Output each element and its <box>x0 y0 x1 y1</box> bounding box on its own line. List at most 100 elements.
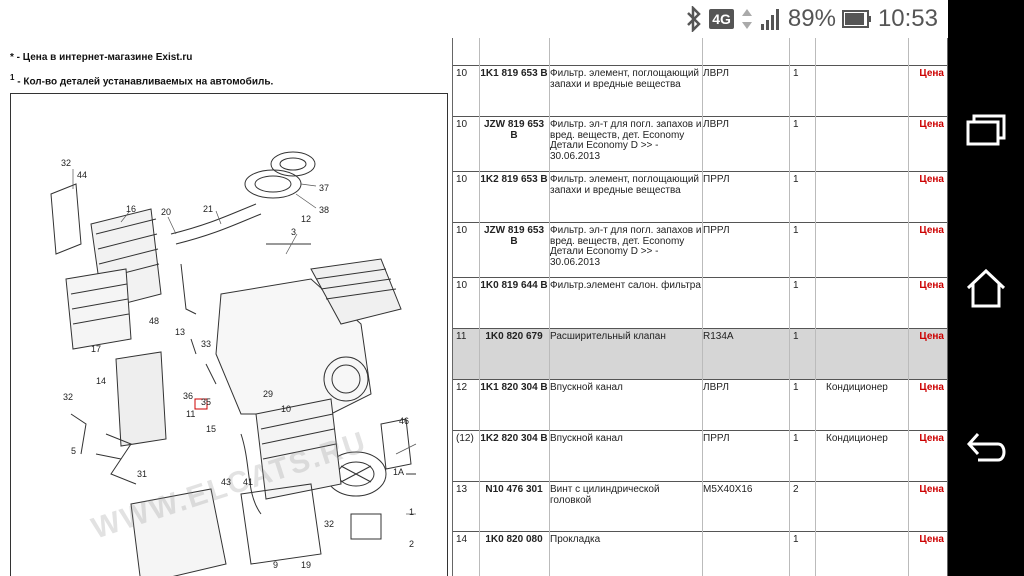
name-cell: Впускной канал <box>550 433 623 444</box>
diagram-callout[interactable]: 29 <box>263 389 274 399</box>
price-link[interactable]: Цена <box>919 382 944 393</box>
col-divider <box>702 38 703 576</box>
position-cell: 10 <box>456 174 468 185</box>
diagram-callout[interactable]: 9 <box>273 560 279 570</box>
battery-percentage: 89% <box>787 5 836 32</box>
diagram-callout[interactable]: 16 <box>126 204 137 214</box>
col-divider <box>479 38 480 576</box>
position-cell: 14 <box>456 534 468 545</box>
article-cell: JZW 819 653 B <box>483 119 545 141</box>
status-bar: 4G 89% 10:53 <box>0 0 948 38</box>
diagram-callout[interactable]: 32 <box>61 158 72 168</box>
diagram-callout[interactable]: 43 <box>221 477 232 487</box>
position-cell: 11 <box>456 331 467 342</box>
home-button[interactable] <box>948 258 1024 318</box>
col-divider <box>549 38 550 576</box>
diagram-callout[interactable]: 21 <box>203 204 214 214</box>
article-cell: 1K0 819 644 B <box>480 280 548 291</box>
diagram-callout[interactable]: 20 <box>161 207 172 217</box>
diagram-callout[interactable]: 2 <box>409 539 415 549</box>
diagram-callout[interactable]: 10 <box>281 404 292 414</box>
diagram-callout[interactable]: 15 <box>206 424 217 434</box>
diagram-drawing <box>50 151 417 576</box>
diagram-callout[interactable]: 48 <box>149 316 160 326</box>
diagram-callout[interactable]: 17 <box>91 344 102 354</box>
diagram-callout[interactable]: 32 <box>324 519 335 529</box>
diagram-callout[interactable]: 14 <box>96 376 107 386</box>
article-cell: 1K1 820 304 B <box>480 382 548 393</box>
diagram-callout[interactable]: 36 <box>183 391 194 401</box>
qty-cell: 2 <box>793 484 799 495</box>
info-cell: Кондиционер <box>826 382 888 393</box>
qty-cell: 1 <box>793 174 799 185</box>
clock: 10:53 <box>877 5 938 32</box>
price-link[interactable]: Цена <box>919 119 944 130</box>
qty-cell: 1 <box>793 68 799 79</box>
diagram-callout[interactable]: 13 <box>175 327 186 337</box>
position-cell: 10 <box>456 119 468 130</box>
article-cell: JZW 819 653 B <box>483 225 545 247</box>
price-link[interactable]: Цена <box>919 433 944 444</box>
back-button[interactable] <box>948 416 1024 476</box>
diagram-callout[interactable]: 5 <box>71 446 77 456</box>
name-cell: Впускной канал <box>550 382 623 393</box>
name-cell: Фильтр.элемент салон. фильтра <box>550 280 701 291</box>
note-qty: 1 - Кол-во деталей устанавливаемых на ав… <box>10 73 274 88</box>
note-cell: R134A <box>703 331 734 342</box>
diagram-callout[interactable]: 38 <box>319 205 330 215</box>
diagram-callout[interactable]: 3 <box>291 227 297 237</box>
recent-apps-button[interactable] <box>948 100 1024 160</box>
diagram-callout[interactable]: 41 <box>243 477 254 487</box>
note-cell: ПРРЛ <box>703 225 730 236</box>
note-cell: ЛВРЛ <box>703 68 729 79</box>
diagram-callout[interactable]: 35 <box>201 397 212 407</box>
diagram-callout[interactable]: 19 <box>301 560 312 570</box>
navigation-bar <box>948 0 1024 576</box>
name-cell: Фильтр. эл-т для погл. запахов и вред. в… <box>550 119 702 162</box>
qty-cell: 1 <box>793 280 799 291</box>
diagram-callout[interactable]: 11 <box>186 409 196 419</box>
diagram-callout[interactable]: 33 <box>201 339 212 349</box>
price-link[interactable]: Цена <box>919 174 944 185</box>
diagram-callout[interactable]: 12 <box>301 214 312 224</box>
diagram-callout[interactable]: 44 <box>77 170 88 180</box>
qty-cell: 1 <box>793 119 799 130</box>
price-link[interactable]: Цена <box>919 331 944 342</box>
name-cell: Фильтр. элемент, поглощающий запахи и вр… <box>550 68 700 90</box>
name-cell: Расширительный клапан <box>550 331 666 342</box>
diagram-callout[interactable]: 32 <box>63 392 74 402</box>
back-icon <box>966 432 1006 462</box>
article-cell: 1K0 820 679 <box>485 331 543 342</box>
qty-cell: 1 <box>793 433 799 444</box>
position-cell: 10 <box>456 68 468 79</box>
bluetooth-icon <box>687 6 701 32</box>
diagram-callout[interactable]: 37 <box>319 183 330 193</box>
price-link[interactable]: Цена <box>919 280 944 291</box>
article-cell: 1K0 820 080 <box>485 534 543 545</box>
diagram-callout[interactable]: 1 <box>409 507 415 517</box>
diagram-callout[interactable]: 31 <box>137 469 148 479</box>
diagram-callout[interactable]: 46 <box>399 416 410 426</box>
position-cell: (12) <box>456 433 474 444</box>
price-link[interactable]: Цена <box>919 534 944 545</box>
price-link[interactable]: Цена <box>919 68 944 79</box>
price-link[interactable]: Цена <box>919 225 944 236</box>
note-cell: ПРРЛ <box>703 433 730 444</box>
qty-cell: 1 <box>793 225 799 236</box>
page-content: * - Цена в интернет-магазине Exist.ru 1 … <box>0 0 948 576</box>
diagram-callout[interactable]: 1A <box>393 467 405 477</box>
position-cell: 13 <box>456 484 468 495</box>
note-cell: M5X40X16 <box>703 484 753 495</box>
price-link[interactable]: Цена <box>919 484 944 495</box>
